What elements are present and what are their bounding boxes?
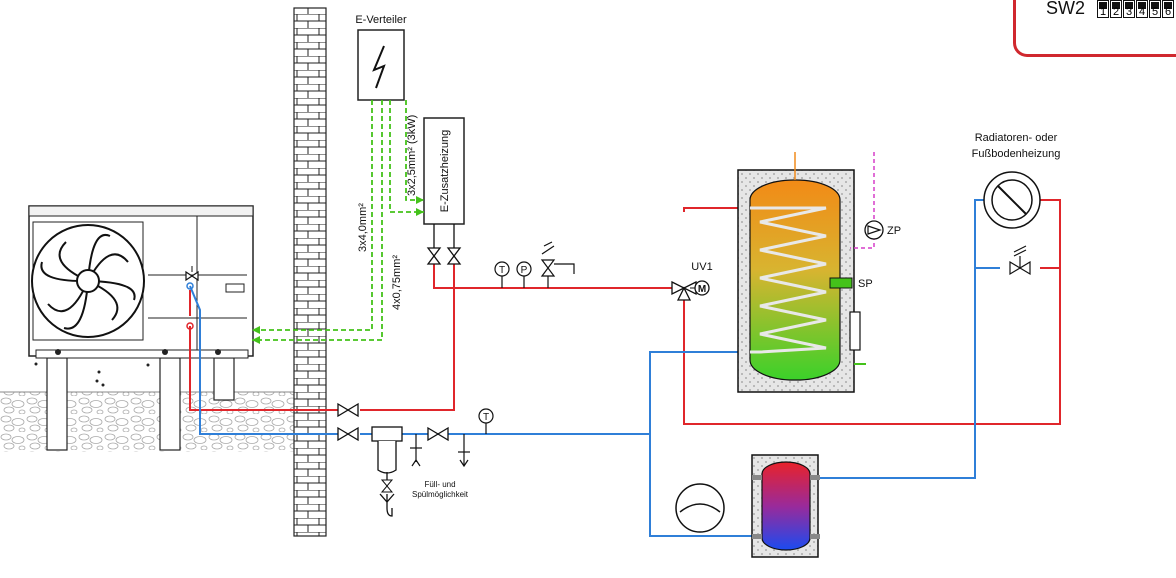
e-zusatzheizung-label: E-Zusatzheizung [439,130,451,213]
circulation-line [850,152,875,249]
svg-text:M: M [698,284,706,295]
foundation-pillar-middle [159,357,181,451]
three-way-valve-uv1: M UV1 [671,261,713,301]
sensor-sp [829,277,853,289]
hot-water-tank [737,152,866,393]
svg-text:T: T [499,265,505,276]
e-zusatzheizung: E-Zusatzheizung [423,117,465,225]
radiator-icon [983,171,1041,229]
heater-valves [426,224,462,265]
dip-switch-1[interactable]: 1 [1097,0,1109,18]
brick-wall [293,7,327,537]
radiator-label-line2: Fußbodenheizung [972,148,1061,160]
fill-label-line1: Füll- und [424,480,455,489]
drain-icon [386,494,393,517]
uv1-label: UV1 [691,261,712,273]
fill-connections [410,434,470,468]
overflow-valve [1009,245,1031,276]
temp-sensor-return: T [478,408,494,434]
dip-switch-5[interactable]: 5 [1149,0,1161,18]
cable-label-3x2-5: 3x2,5mm² (3kW) [406,115,418,196]
radiator-label-line1: Radiatoren- oder [975,132,1058,144]
zp-label: ZP [887,225,901,237]
heating-flange [849,311,861,351]
heat-pump-outdoor-unit [28,205,254,387]
svg-text:T: T [483,412,489,423]
dip-switch-number: 6 [1164,6,1172,18]
shutoff-valve-return [337,426,359,442]
heating-pump-icon [675,483,725,533]
dip-switch-number: 5 [1151,6,1159,18]
supply-pipe [360,199,1061,425]
drip-icon [34,362,150,387]
temp-sensor-supply: T [494,261,510,288]
fill-valve-right [427,426,449,442]
circulation-pump-zp [864,220,884,240]
dip-switch-number: 1 [1099,6,1107,18]
supply-pipe-hp [189,326,340,411]
dip-switch-2[interactable]: 2 [1110,0,1122,18]
cable-label-3x4: 3x4,0mm² [357,203,369,252]
dip-switch-3[interactable]: 3 [1123,0,1135,18]
svg-text:P: P [521,265,528,276]
safety-valve [540,241,575,288]
sw2-panel [1013,0,1176,57]
shutoff-valve-supply [337,402,359,418]
sw2-label: SW2 [1046,0,1086,18]
sp-label: SP [858,278,873,290]
dip-switch-4[interactable]: 4 [1136,0,1148,18]
dip-switch-6[interactable]: 6 [1162,0,1174,18]
foundation-pillar-right [213,357,235,401]
dirt-filter [371,426,403,517]
dip-switch-number: 2 [1112,6,1120,18]
cable-label-4x0-75: 4x0,75mm² [391,255,403,310]
foundation-pillar-left [46,357,68,451]
return-pipe [360,199,1000,537]
motor-icon [694,280,710,296]
buffer-tank [751,454,820,558]
dip-switch-number: 3 [1125,6,1133,18]
e-verteiler: E-Verteiler [355,14,407,101]
lightning-icon [372,45,386,89]
fill-label-line2: Spülmöglichkeit [412,490,469,499]
ground [0,357,294,452]
hp-valve-icon [185,266,199,282]
dip-switch-number: 4 [1138,6,1146,18]
pressure-gauge: P [516,261,532,288]
e-verteiler-label: E-Verteiler [355,14,407,26]
return-pipe-hp [189,285,340,435]
